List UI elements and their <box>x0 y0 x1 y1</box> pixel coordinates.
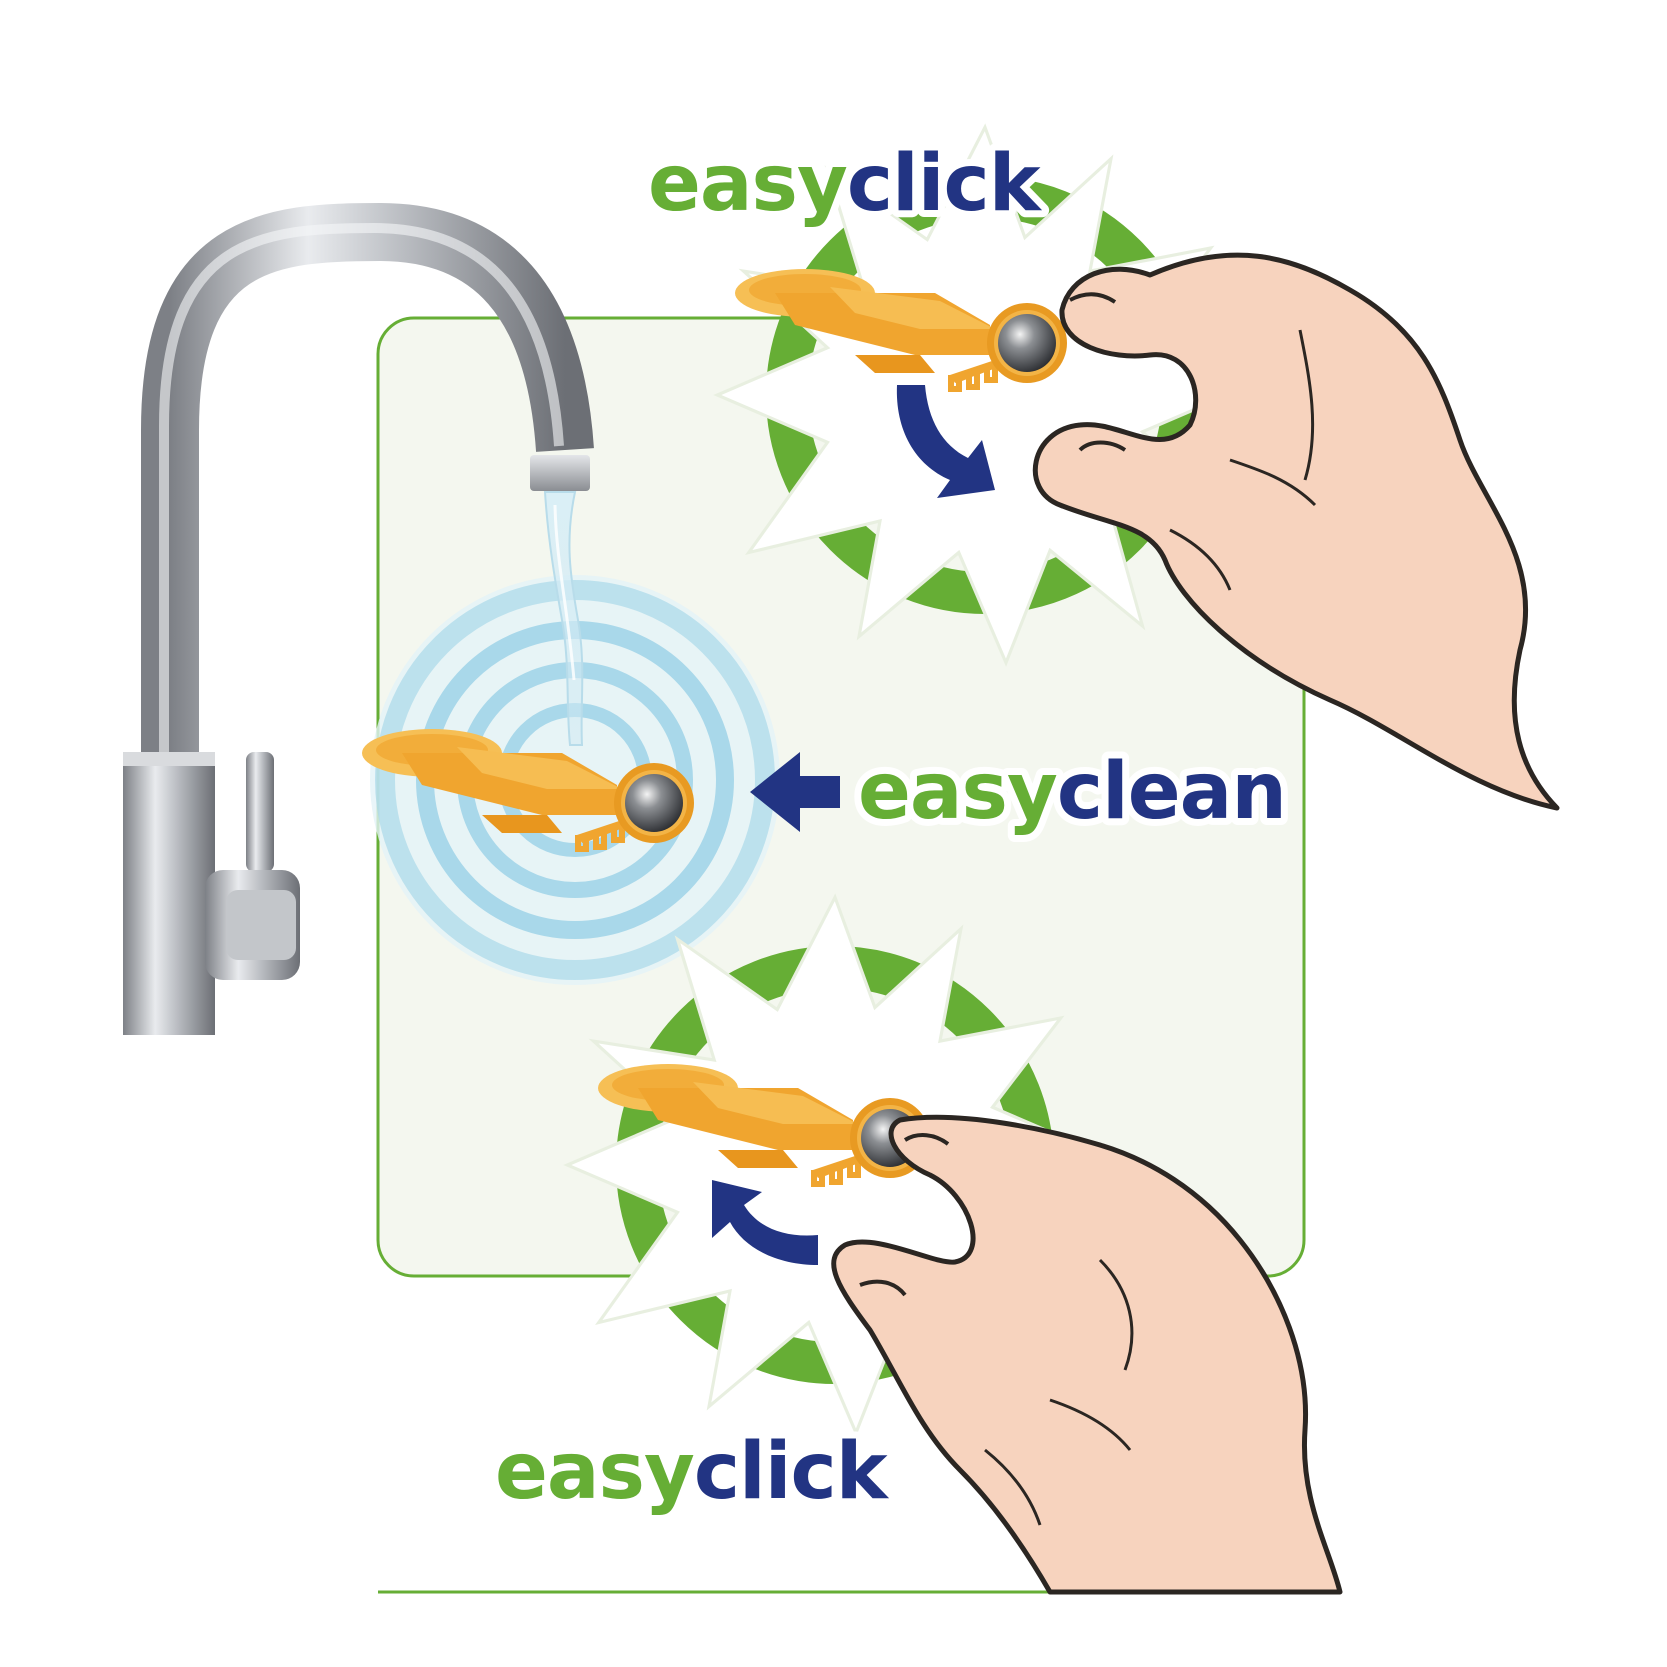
label-bottom: easyclick <box>495 1427 890 1517</box>
label-middle-first: easy <box>858 747 1057 837</box>
label-bottom-second: click <box>694 1427 890 1517</box>
label-top: easyclick <box>648 139 1043 229</box>
hand-icon <box>831 1114 1343 1595</box>
faucet-icon <box>123 202 594 1035</box>
push-arrow-icon <box>750 752 840 832</box>
label-bottom-first: easy <box>495 1427 694 1517</box>
label-middle: easyclean <box>858 747 1286 837</box>
label-top-second: click <box>847 139 1043 229</box>
hand-icon <box>1032 252 1560 811</box>
label-top-first: easy <box>648 139 847 229</box>
rotate-arrow-icon <box>896 385 995 498</box>
rotate-arrow-icon <box>712 1180 818 1265</box>
label-middle-second: clean <box>1057 747 1286 837</box>
